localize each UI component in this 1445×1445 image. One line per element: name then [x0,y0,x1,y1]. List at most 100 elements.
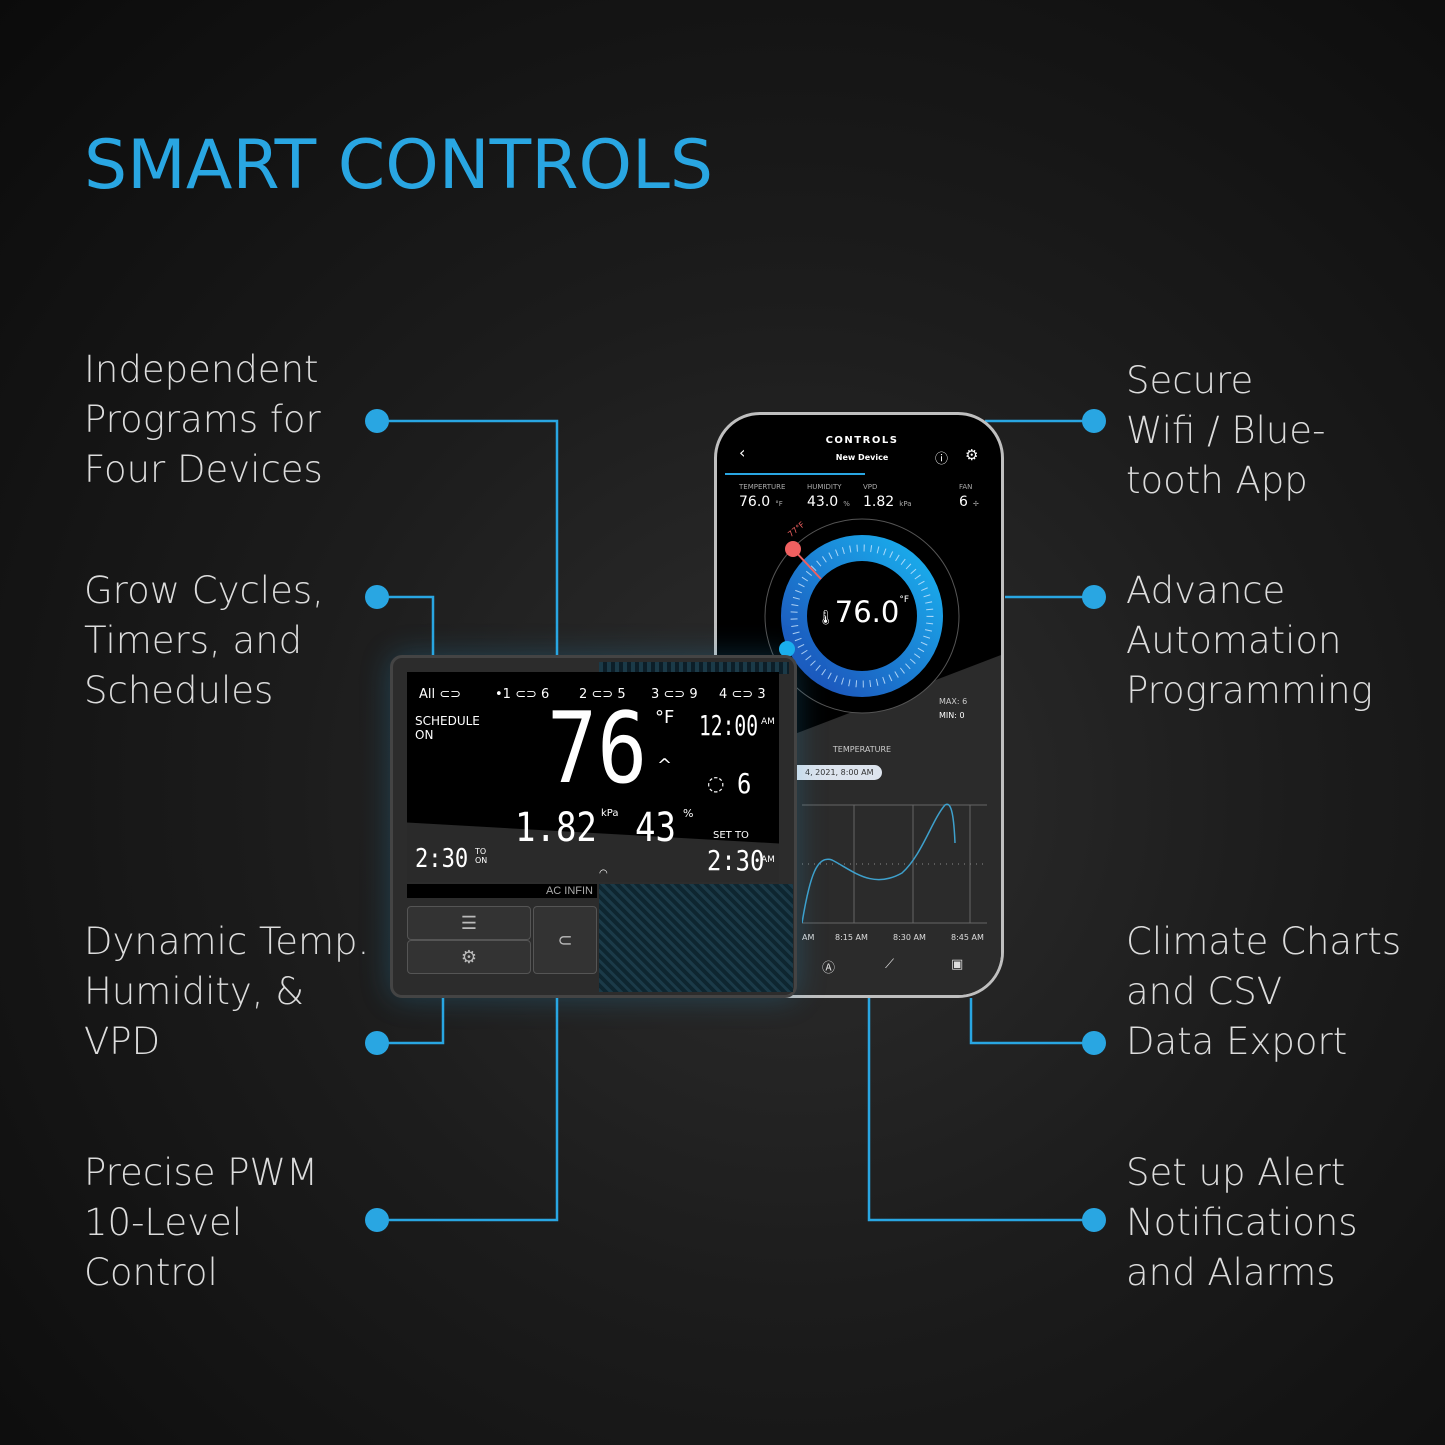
port-label: All [419,687,436,702]
feature-climate-charts: Climate Charts and CSV Data Export [1126,920,1402,1063]
clock-ampm: AM [761,717,775,727]
feature-independent-programs: Independent Programs for Four Devices [84,348,323,491]
automation-tab-icon[interactable]: Ⓐ [822,961,836,976]
bullet-dot [365,1208,389,1232]
humidity-readout: 43 [635,805,676,851]
port-level: 9 [689,687,698,702]
chart-title: TEMPERATURE [832,745,892,754]
port-4[interactable]: 4 ⊂⊃ 3 [719,687,766,702]
brand-label: AC INFIN [407,884,597,898]
chart-tooltip: 4, 2021, 8:00 AM [797,765,882,780]
feature-automation: Advance Automation Programming [1126,569,1373,712]
stat-humidity: HUMIDITY 43.0 % [807,483,850,510]
max-handle [785,541,801,557]
timer-readout: 2:30 [415,844,469,874]
chart-tick: AM [802,933,815,942]
chart-tick: 8:15 AM [835,933,868,942]
schedule-status: SCHEDULE ON [415,714,480,742]
stat-value: 43.0 [807,494,839,510]
mode-button[interactable]: ⊂ [533,906,597,974]
port-1[interactable]: •1 ⊂⊃ 6 [495,687,550,702]
chart-tick: 8:45 AM [951,933,984,942]
set-to-ampm: AM [761,855,775,865]
device-name: New Device [835,453,889,462]
tab-indicator [725,473,865,475]
temperature-chart [802,803,987,924]
temperature-readout: 76 [547,692,648,806]
wifi-icon: ◠ [599,868,608,879]
chart-tab-icon[interactable]: ⟋ [885,957,895,972]
data-tab-icon[interactable]: ▣ [951,957,964,972]
bullet-dot [1082,1031,1106,1055]
port-label: 3 [651,687,660,702]
menu-icon: ☰ [460,912,478,933]
timer-label: TO ON [475,847,488,865]
info-icon[interactable]: ⓘ [935,452,949,467]
clock-readout: 12:00 [699,709,759,742]
vpd-readout: 1.82 [515,805,597,851]
feature-grow-cycles: Grow Cycles, Timers, and Schedules [84,569,324,712]
fan-icon: ✢ [973,500,979,508]
set-to-label: SET TO [713,830,749,841]
back-icon[interactable]: ‹ [739,443,746,462]
bullet-dot [365,585,389,609]
settings-button[interactable]: ⚙ [407,940,531,974]
feature-wifi-app: Secure Wifi / Blue- tooth App [1126,359,1326,502]
port-level: 6 [541,687,550,702]
temperature-line [802,803,956,924]
port-label: 4 [719,687,728,702]
menu-button[interactable]: ☰ [407,906,531,940]
feature-alerts: Set up Alert Notifications and Alarms [1126,1151,1358,1294]
fan-icon: ◌ [707,771,725,795]
stat-vpd: VPD 1.82 kPa [863,483,912,510]
page-title: SMART CONTROLS [84,126,714,205]
max-label: MAX: 6 [939,697,968,706]
stat-value: 1.82 [863,494,895,510]
dial-value: 🌡76.0°F [817,595,909,629]
stat-label: VPD [863,483,878,491]
stat-label: HUMIDITY [807,483,842,491]
port-label: •1 [495,687,511,702]
port-label: 2 [579,687,588,702]
dial-number: 76.0 [834,595,900,629]
set-to-readout: 2:30 [707,844,765,877]
port-all[interactable]: All ⊂⊃ [419,687,462,702]
min-label: MIN: 0 [939,711,965,720]
chart-tick: 8:30 AM [893,933,926,942]
app-title: CONTROLS [825,435,899,446]
port-2[interactable]: 2 ⊂⊃ 5 [579,687,626,702]
bullet-dot [365,1031,389,1055]
port-level: 5 [617,687,626,702]
port-level: 3 [757,687,766,702]
stat-unit: % [843,500,850,508]
dial-unit: °F [899,595,910,605]
vpd-unit: kPa [601,808,619,819]
min-handle [779,641,795,657]
stat-unit: kPa [899,500,912,508]
stat-label: FAN [959,483,973,491]
bullet-dot [1082,1208,1106,1232]
temperature-unit: °F [655,707,675,728]
toggle-icon: ⊂ [557,929,573,950]
humidity-unit: % [683,807,694,820]
stat-value: 6 [959,494,968,510]
port-3[interactable]: 3 ⊂⊃ 9 [651,687,698,702]
controller-device: All ⊂⊃ •1 ⊂⊃ 6 2 ⊂⊃ 5 3 ⊂⊃ 9 4 ⊂⊃ 3 SCHE… [390,655,797,998]
temperature-dial[interactable] [757,511,967,721]
bullet-dot [1082,409,1106,433]
thermometer-icon: 🌡 [817,610,835,626]
stat-unit: °F [775,500,783,508]
feature-dynamic-temp: Dynamic Temp. Humidity, & VPD [84,920,370,1063]
trend-up-icon: ^ [657,755,673,776]
gear-icon: ⚙ [460,946,478,967]
bullet-dot [1082,585,1106,609]
circuit-board-image [599,662,789,674]
gear-icon[interactable]: ⚙ [965,446,979,464]
stat-value: 76.0 [739,494,771,510]
feature-pwm-control: Precise PWM 10-Level Control [84,1151,319,1294]
stat-fan: FAN 6 ✢ [959,483,979,510]
circuit-board-image [599,884,793,992]
lcd-display: All ⊂⊃ •1 ⊂⊃ 6 2 ⊂⊃ 5 3 ⊂⊃ 9 4 ⊂⊃ 3 SCHE… [407,672,779,882]
